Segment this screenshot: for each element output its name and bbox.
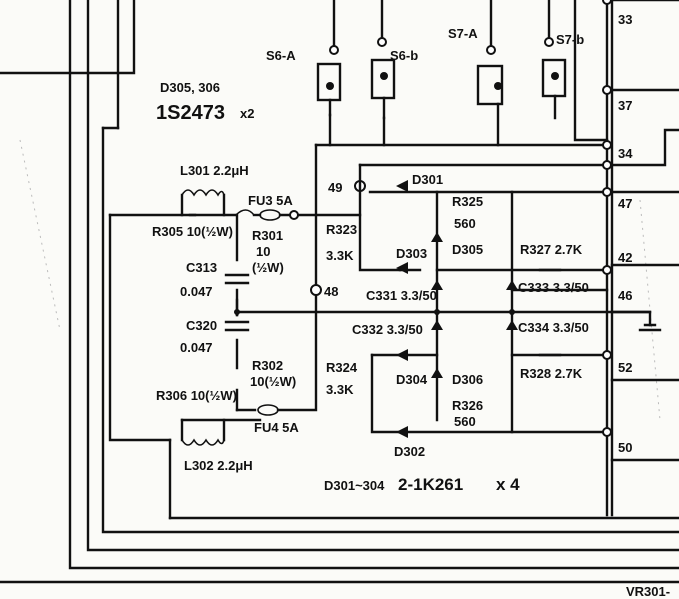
diode-pair-ref: D305, 306: [160, 80, 220, 95]
bridge-section: [234, 0, 662, 438]
diode-pair-qty: x2: [240, 106, 254, 121]
pin-46: 46: [618, 288, 632, 303]
pin-37: 37: [618, 98, 632, 113]
labels: S6-A S6-b S7-A S7-b D305, 306 1S2473 x2 …: [152, 12, 670, 599]
r301-value: 10: [256, 244, 270, 259]
d301-label: D301: [412, 172, 443, 187]
c320-ref: C320: [186, 318, 217, 333]
c331-label: C331 3.3/50: [366, 288, 437, 303]
switch-label-s7a: S7-A: [448, 26, 478, 41]
fu4-label: FU4 5A: [254, 420, 299, 435]
r302-ref: R302: [252, 358, 283, 373]
d302-label: D302: [394, 444, 425, 459]
r324-ref: R324: [326, 360, 358, 375]
r301-rating: (½W): [252, 260, 284, 275]
c313-ref: C313: [186, 260, 217, 275]
pin-33: 33: [618, 12, 632, 27]
c320-value: 0.047: [180, 340, 213, 355]
outer-bus-wires: [0, 0, 679, 584]
diode-pair-part: 1S2473: [156, 102, 225, 124]
r306-label: R306 10(½W): [156, 388, 237, 403]
pin-42: 42: [618, 250, 632, 265]
r325-value: 560: [454, 216, 476, 231]
r324-value: 3.3K: [326, 382, 354, 397]
r301-ref: R301: [252, 228, 283, 243]
r328-label: R328 2.7K: [520, 366, 583, 381]
bridge-part: 2-1K261: [398, 475, 463, 494]
pin-50: 50: [618, 440, 632, 455]
c334-label: C334 3.3/50: [518, 320, 589, 335]
r323-value: 3.3K: [326, 248, 354, 263]
l302-label: L302 2.2μH: [184, 458, 253, 473]
d306-label: D306: [452, 372, 483, 387]
switch-group: [316, 0, 609, 147]
r327-label: R327 2.7K: [520, 242, 583, 257]
r323-ref: R323: [326, 222, 357, 237]
r305-label: R305 10(½W): [152, 224, 233, 239]
r325-ref: R325: [452, 194, 483, 209]
left-section: [108, 189, 652, 520]
r326-ref: R326: [452, 398, 483, 413]
r326-value: 560: [454, 414, 476, 429]
node-48: 48: [324, 284, 338, 299]
d303-label: D303: [396, 246, 427, 261]
footer-label: VR301-: [626, 584, 670, 599]
l301-label: L301 2.2μH: [180, 163, 249, 178]
c313-value: 0.047: [180, 284, 213, 299]
pin-34: 34: [618, 146, 633, 161]
d305-label: D305: [452, 242, 483, 257]
c333-label: C333 3.3/50: [518, 280, 589, 295]
switch-label-s6a: S6-A: [266, 48, 296, 63]
bridge-qty: x 4: [496, 475, 520, 494]
node-49: 49: [328, 180, 342, 195]
pin-52: 52: [618, 360, 632, 375]
r302-value: 10(½W): [250, 374, 296, 389]
c332-label: C332 3.3/50: [352, 322, 423, 337]
switch-label-s7b: S7-b: [556, 32, 584, 47]
fu3-label: FU3 5A: [248, 193, 293, 208]
pin-47: 47: [618, 196, 632, 211]
switch-label-s6b: S6-b: [390, 48, 418, 63]
bridge-ref: D301~304: [324, 478, 385, 493]
paper-noise: [19, 139, 61, 331]
paper-noise: [639, 199, 661, 421]
d304-label: D304: [396, 372, 428, 387]
